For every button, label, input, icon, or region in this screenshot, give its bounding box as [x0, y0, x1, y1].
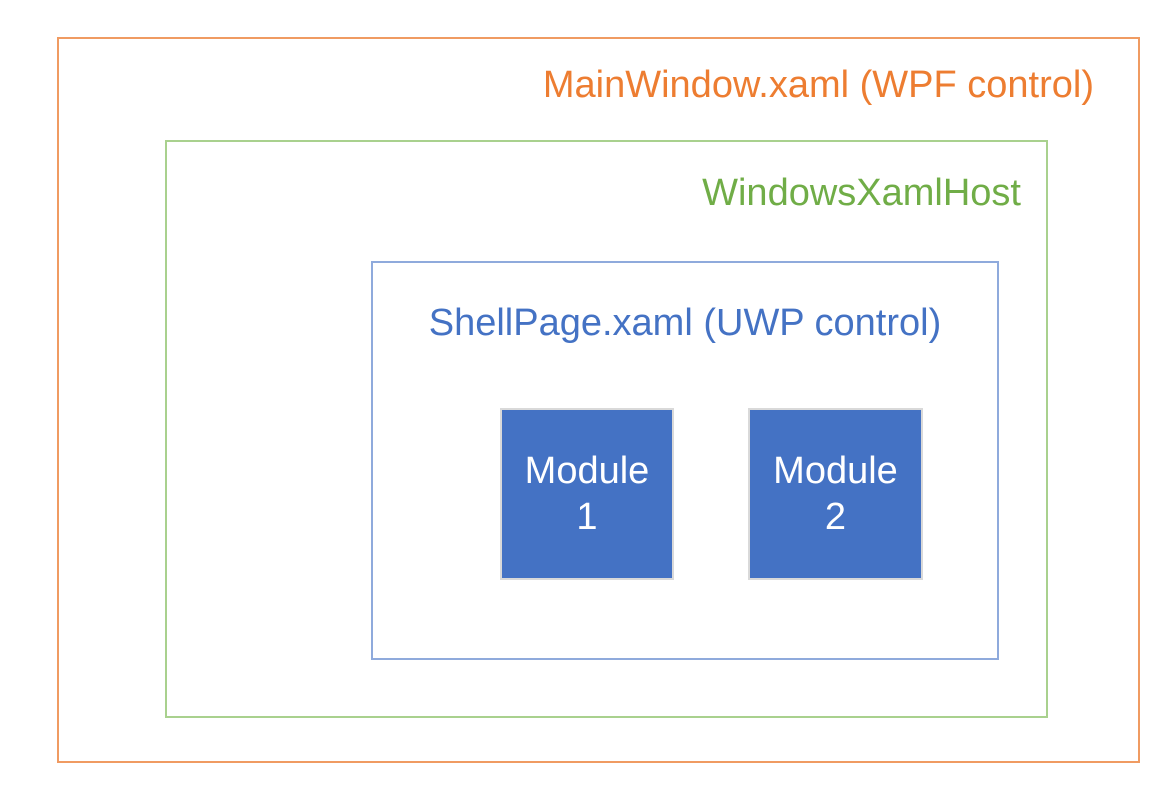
shellpage-label: ShellPage.xaml (UWP control) [428, 302, 942, 344]
module-1-box: Module 1 [500, 408, 674, 580]
module-1-label-line2: 1 [576, 496, 598, 538]
shellpage-uwp-box: ShellPage.xaml (UWP control) Module 1 Mo… [371, 261, 999, 660]
module-1-label-line1: Module [524, 449, 650, 492]
mainwindow-wpf-box: MainWindow.xaml (WPF control) WindowsXam… [57, 37, 1140, 763]
module-2-label-line1: Module [773, 449, 898, 492]
module-2-label-line2: 2 [824, 496, 847, 538]
windowsxamlhost-label: WindowsXamlHost [702, 172, 1021, 214]
module-2-box: Module 2 [748, 408, 923, 580]
mainwindow-label: MainWindow.xaml (WPF control) [542, 64, 1094, 106]
windowsxamlhost-box: WindowsXamlHost ShellPage.xaml (UWP cont… [165, 140, 1048, 718]
